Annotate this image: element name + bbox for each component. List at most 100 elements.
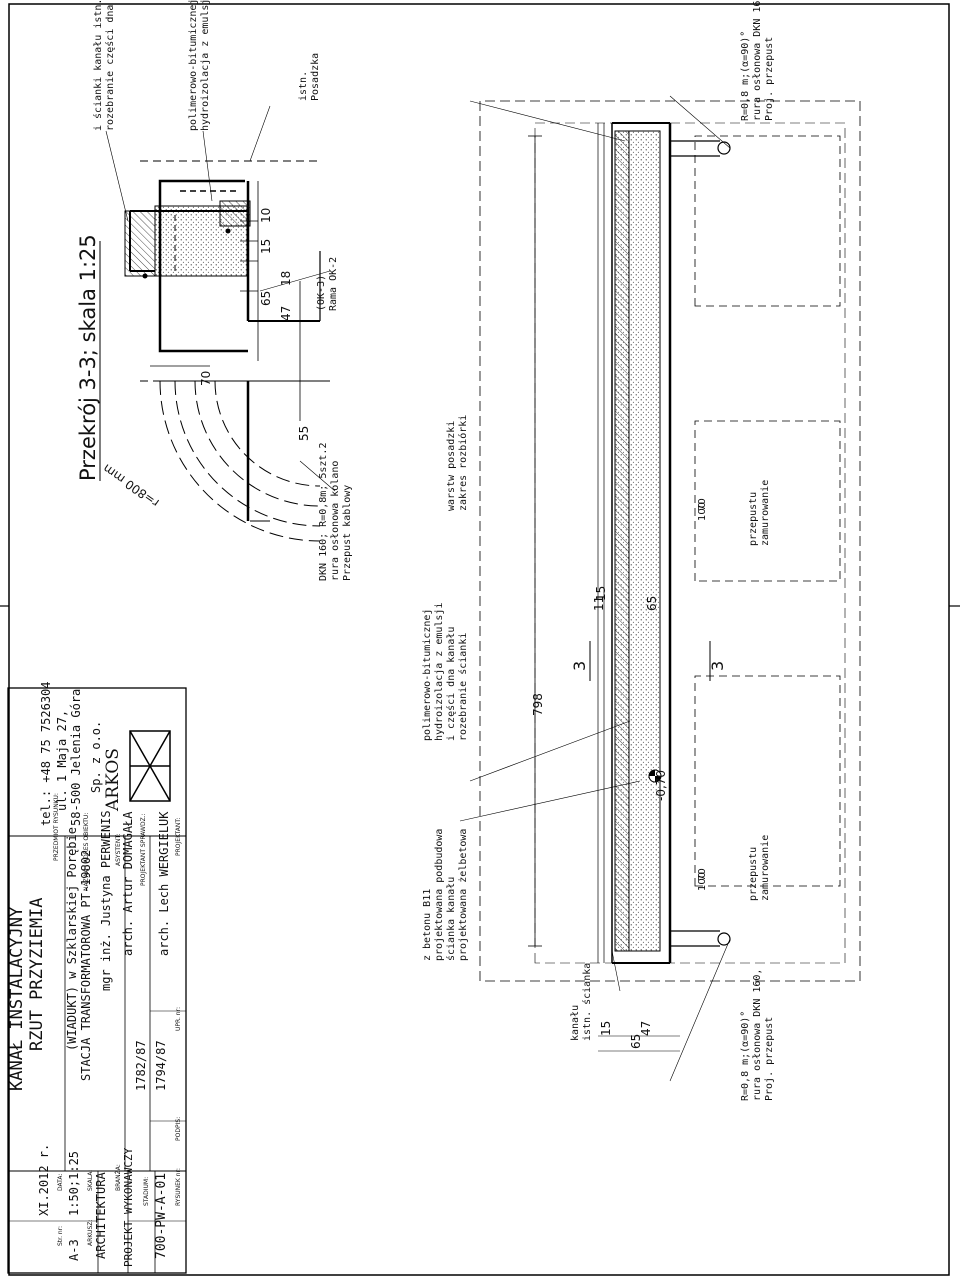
zakres-1: zakres rozbiórki (457, 415, 469, 511)
przedmiot-label: PRZEDMIOT RYSUNKU: (53, 793, 60, 861)
proj-top-1: Proj. przepust (764, 37, 775, 121)
dim-65-bottom: 65 (629, 1034, 643, 1049)
upr-label-1: UPR. nr: (175, 1007, 182, 1031)
plan-labels: Proj. przepust rura osłonowa DKN 160, R=… (422, 0, 775, 1101)
zamur-left-1: zamurowanie (760, 835, 771, 901)
dim-47-bottom: 47 (639, 1021, 653, 1036)
arkusz-value: A-3 (67, 1239, 81, 1261)
company-name: ARKOS (103, 748, 123, 812)
label-przepust-3: DKN 160; R=0,8m; 5szt.2 (318, 443, 329, 581)
projekt-4: z betonu B11 (422, 889, 433, 961)
section-title: Przekrój 3-3; skala 1:25 (76, 234, 100, 481)
company-street: ul. 1 Maja 27, (55, 710, 69, 811)
dim-798: 798 (531, 693, 545, 716)
rysunek-number: 700-PW-A-01 (154, 1173, 169, 1259)
label-rozebranie-2: i ścianki kanału istn. (92, 0, 104, 131)
dim-100-right: 100 (697, 502, 708, 521)
obiekt-2: (WIADUKT) w Szklarskiej Porębie (65, 827, 79, 1051)
istn-1: istn. ścianka (581, 963, 593, 1041)
dim-15-bottom: 15 (599, 1021, 613, 1036)
branza-value: ARCHITEKTURA (94, 1172, 108, 1259)
proj-bottom-1: Proj. przepust (764, 1017, 775, 1101)
str-label: Str. nr: (57, 1226, 64, 1246)
label-rama-2: (OK-3) (316, 275, 327, 311)
dim-15: 15 (259, 239, 273, 254)
asystent-label: ASYSTENT: (115, 834, 122, 866)
plan-view (459, 95, 861, 1082)
company-logo (129, 730, 171, 802)
label-posadzka-2: istn. (298, 71, 309, 101)
dim-70-left: 70 (697, 868, 708, 881)
zamur-right-1: zamurowanie (760, 480, 771, 546)
nazwa-label: NAZWA I ADRES OBIEKTU: (83, 813, 90, 891)
section-mark-right: 3 (708, 661, 727, 671)
dim-70-right: 70 (697, 498, 708, 511)
proj-bottom-2: rura osłonowa DKN 160, (752, 969, 763, 1101)
skala-label: SKALA: (87, 1170, 94, 1191)
company-tel: tel.: +48 75 7526304 (39, 682, 53, 827)
projekt-3: projektowana podbudowa (434, 829, 445, 961)
przedmiot-2: KANAŁ INSTALACYJNY (7, 907, 27, 1091)
istn-2: kanału (570, 1005, 581, 1041)
stadium-label: STADIUM: (143, 1177, 150, 1206)
branza-label: BRANŻA: (115, 1164, 122, 1191)
projektant-label: PROJEKTANT: (175, 818, 182, 856)
section-mark-left: 3 (570, 661, 589, 671)
label-hydro-2: polimerowo-bitumicznej (188, 0, 199, 131)
rozebr-3: hydroizolacja z emulsji (434, 603, 445, 741)
dim-65: 65 (259, 291, 273, 306)
dim-15-plan: 15 (594, 586, 608, 601)
rozebr-1: rozebranie ścianki (457, 633, 469, 741)
upr-1: 1794/87 (154, 1040, 168, 1091)
zamur-left-2: przepustu (748, 847, 759, 901)
dim-65-plan: 65 (645, 596, 659, 611)
section-labels: Przekrój 3-3; skala 1:25 Posadzka istn. … (76, 0, 353, 581)
dim-47: 47 (279, 306, 293, 321)
zamur-right-2: przepustu (748, 492, 759, 546)
radius-label: r=800 mm (100, 461, 161, 510)
proj-bottom-3: R=0,8 m;(α=90)° (740, 1011, 751, 1101)
data-value: XI.2012 r. (37, 1144, 51, 1216)
rozebr-2: i części dna kanału (445, 627, 457, 741)
projekt-2: ścianka kanału (445, 877, 457, 961)
projekt-1: projektowana żelbetowa (458, 829, 469, 961)
zakres-2: warstw posadzki (446, 421, 457, 511)
rozebr-4: polimerowo-bitumicznej (422, 609, 433, 741)
company-form: Sp. z o.o. (89, 721, 103, 793)
dim-18: 18 (279, 271, 293, 286)
arkusz-label: ARKUSZ: (87, 1220, 94, 1246)
proj-top-2: rura osłonowa DKN 160, (752, 0, 763, 121)
label-hydro-1: hydroizolacja z emulsji (200, 0, 211, 131)
dim-55: 55 (297, 426, 311, 441)
stadium-value: PROJEKT WYKONAWCZY (122, 1147, 135, 1267)
sprawdz-name: arch. Artur DOMAGAŁA (121, 811, 135, 956)
section-3-3 (105, 105, 336, 542)
dim-70: 70 (199, 371, 213, 386)
label-rozebranie-1: rozebranie części dna (104, 5, 116, 131)
rysunek-label: RYSUNEK nr: (175, 1168, 182, 1206)
podpis-label: PODPIS: (175, 1117, 182, 1141)
projektant-name: arch. Lech WERGIELUK (157, 811, 171, 956)
sprawdz-label: PROJEKTANT SPRAWDZ.: (140, 813, 147, 886)
obiekt-1: STACJA TRANSFORMATOROWA PT-19802 (79, 850, 93, 1081)
asystent-name: mgr inż. Justyna PERWENIS (99, 810, 113, 991)
upr-2: 1782/87 (134, 1040, 148, 1091)
label-przepust-1: Przepust kablowy (342, 485, 353, 581)
label-rama-1: Rama OK-2 (328, 257, 339, 311)
przedmiot-1: RZUT PRZYZIEMIA (27, 897, 47, 1051)
dim-10: 10 (259, 208, 273, 223)
dim-11-plan: 11 (592, 596, 606, 611)
company-city: 58-500 Jelenia Góra (69, 689, 83, 826)
data-label: DATA: (57, 1174, 64, 1191)
skala-value: 1:50;1:25 (67, 1151, 81, 1216)
title-block: ARKOS Sp. z o.o. 58-500 Jelenia Góra ul.… (7, 682, 187, 1274)
proj-top-3: R=0,8 m;(α=90)° (740, 31, 751, 121)
label-posadzka-1: Posadzka (310, 53, 321, 101)
dim-100-left: 100 (697, 872, 708, 891)
label-przepust-2: rura osłonowa kolano (330, 461, 341, 581)
level-label: -0,70 (654, 770, 668, 801)
